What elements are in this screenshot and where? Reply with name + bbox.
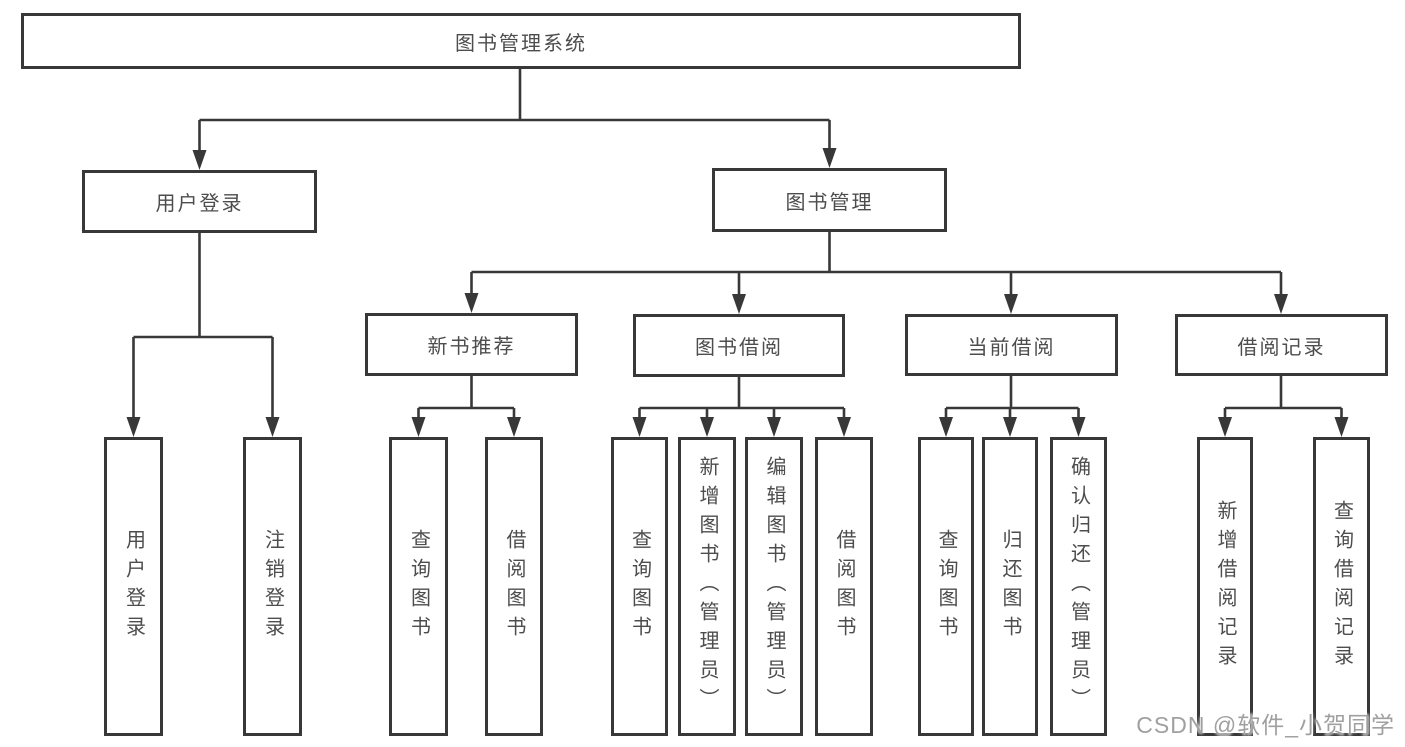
leaf-add-books-admin: 新增图书（管理员） — [678, 437, 736, 736]
leaf-query-books-recommend: 查询图书 — [389, 437, 448, 736]
node-new-book-recommend: 新书推荐 — [365, 313, 578, 376]
leaf-borrow-books-recommend: 借阅图书 — [485, 437, 543, 736]
node-borrowing-records: 借阅记录 — [1175, 314, 1388, 376]
leaf-user-login: 用户登录 — [104, 437, 163, 736]
leaf-query-borrow-record: 查询借阅记录 — [1313, 437, 1370, 736]
node-root-system: 图书管理系统 — [21, 13, 1021, 69]
leaf-borrow-books: 借阅图书 — [815, 437, 873, 736]
node-book-management: 图书管理 — [712, 168, 947, 232]
node-user-login: 用户登录 — [82, 170, 317, 233]
leaf-query-books-borrowing: 查询图书 — [611, 437, 668, 736]
leaf-edit-books-admin: 编辑图书（管理员） — [745, 437, 803, 736]
node-current-borrowing: 当前借阅 — [905, 314, 1118, 376]
leaf-logout: 注销登录 — [243, 437, 302, 736]
node-book-borrowing: 图书借阅 — [633, 314, 845, 377]
leaf-query-books-current: 查询图书 — [918, 437, 974, 736]
leaf-confirm-return-admin: 确认归还（管理员） — [1050, 437, 1107, 736]
leaf-return-books: 归还图书 — [982, 437, 1038, 736]
csdn-watermark: CSDN @软件_小贺同学 — [1136, 712, 1395, 738]
leaf-add-borrow-record: 新增借阅记录 — [1197, 437, 1253, 736]
